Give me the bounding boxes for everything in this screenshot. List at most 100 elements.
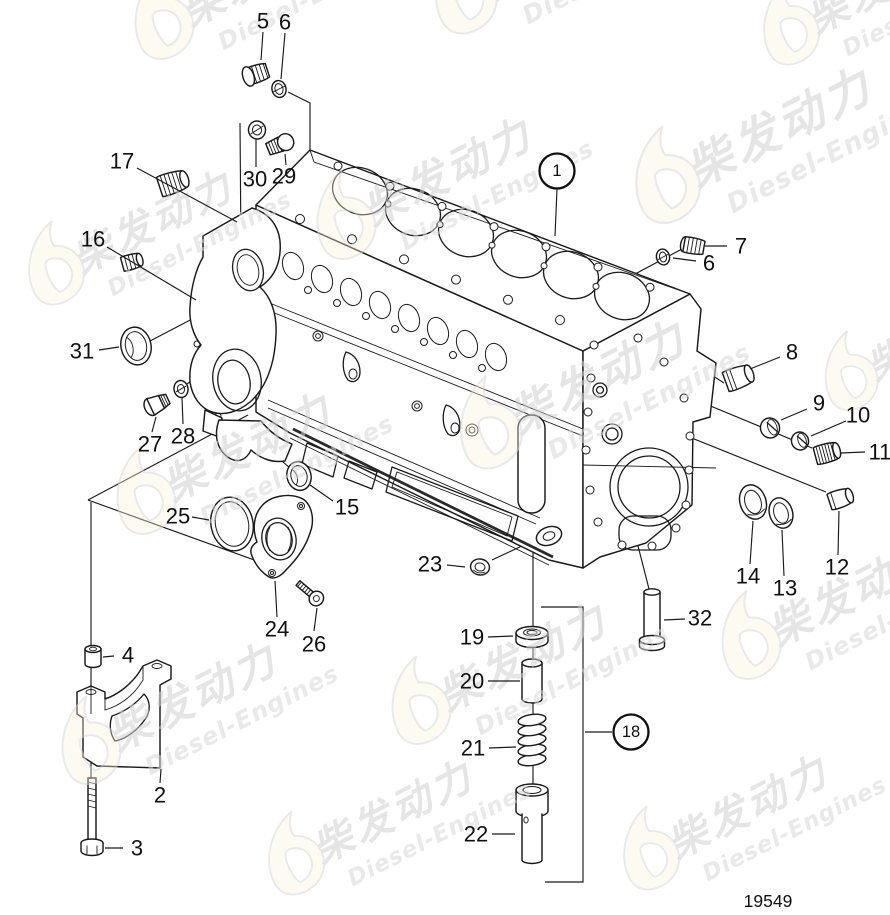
watermark-text-en: Diesel-Engines — [838, 0, 890, 62]
callout-6-b: 6 — [672, 251, 715, 276]
callout-29: 29 — [272, 153, 296, 189]
part-plug-29 — [265, 132, 295, 156]
part-threaded-plug-11 — [812, 441, 842, 466]
svg-text:8: 8 — [786, 340, 798, 365]
svg-text:21: 21 — [461, 736, 485, 761]
part-washer-19 — [515, 625, 549, 649]
watermark-text-cn: 柴发动力 — [476, 0, 671, 10]
part-cup-plug-12 — [826, 487, 855, 511]
svg-text:19: 19 — [460, 625, 484, 650]
svg-text:10: 10 — [846, 403, 870, 428]
svg-text:23: 23 — [418, 552, 442, 577]
svg-text:5: 5 — [257, 9, 269, 34]
watermark-text-en: Diesel-Engines — [518, 0, 731, 30]
part-cup-plug-31 — [120, 326, 152, 366]
diesel-engines-logo-icon — [635, 125, 701, 224]
part-dowel-pin-32 — [638, 588, 666, 652]
part-plug-7 — [679, 236, 706, 256]
svg-text:28: 28 — [171, 424, 195, 449]
svg-text:16: 16 — [81, 227, 105, 252]
part-slotted-plug-10 — [790, 431, 810, 451]
watermark-text-en: Diesel-Engines — [698, 772, 890, 887]
callout-3: 3 — [105, 836, 143, 861]
callout-27: 27 — [138, 416, 162, 457]
callout-28: 28 — [171, 397, 195, 449]
diesel-engines-logo-icon — [721, 590, 782, 680]
callout-2: 2 — [154, 768, 166, 808]
callout-5: 5 — [257, 9, 269, 61]
part-screw-26 — [295, 580, 325, 607]
part-plug-17 — [155, 170, 190, 198]
callout-14: 14 — [736, 520, 760, 589]
callout-24: 24 — [265, 580, 289, 642]
svg-text:25: 25 — [166, 504, 190, 529]
callout-32: 32 — [663, 606, 712, 631]
part-grommet-23 — [469, 558, 491, 576]
callout-10: 10 — [810, 403, 870, 437]
svg-text:9: 9 — [813, 391, 825, 416]
callout-30: 30 — [243, 139, 267, 192]
part-cover-24 — [250, 494, 314, 579]
svg-text:30: 30 — [243, 167, 267, 192]
part-sealing-ring-6-top — [271, 79, 287, 99]
part-slotted-plug-9 — [759, 417, 781, 439]
callout-4: 4 — [102, 643, 134, 668]
svg-text:12: 12 — [825, 555, 849, 580]
svg-text:6: 6 — [703, 251, 715, 276]
diesel-engines-logo-icon — [434, 0, 498, 35]
callout-18: 18 — [585, 713, 650, 751]
callout-25: 25 — [166, 504, 210, 529]
part-seal-ring-14 — [738, 484, 768, 520]
watermark-text-cn: 柴发动力 — [678, 57, 883, 197]
svg-text:27: 27 — [138, 432, 162, 457]
callout-1: 1 — [538, 152, 576, 237]
callout-6: 6 — [279, 10, 291, 80]
part-tappet-22 — [515, 783, 549, 865]
drawing-number: 19549 — [744, 891, 793, 911]
svg-text:22: 22 — [464, 822, 488, 847]
diesel-engines-logo-icon — [391, 655, 452, 745]
part-oring-25 — [209, 496, 255, 552]
watermark-text-cn: 柴发动力 — [660, 747, 837, 867]
timing-gear-plate — [189, 207, 293, 463]
callout-23: 23 — [418, 552, 466, 577]
svg-text:13: 13 — [773, 576, 797, 601]
diesel-engines-logo-icon — [134, 0, 195, 60]
svg-text:4: 4 — [122, 643, 134, 668]
svg-text:2: 2 — [154, 783, 166, 808]
svg-text:3: 3 — [131, 836, 143, 861]
callout-9: 9 — [780, 391, 825, 421]
callout-22: 22 — [464, 822, 515, 847]
watermark-text-cn: 柴发动力 — [860, 275, 890, 389]
callout-11: 11 — [839, 440, 890, 465]
lifter-bore-boss — [535, 525, 563, 547]
svg-text:1: 1 — [552, 162, 561, 180]
svg-text:32: 32 — [688, 606, 712, 631]
part-spacer-4 — [84, 644, 102, 669]
watermark-text-en: Diesel-Engines — [722, 86, 890, 220]
callout-12: 12 — [825, 510, 849, 580]
svg-text:7: 7 — [735, 234, 747, 259]
block-front-face — [255, 204, 584, 569]
callout-7: 7 — [705, 234, 747, 259]
callout-20: 20 — [460, 669, 520, 694]
engine-mount-boss — [215, 419, 293, 463]
callout-8: 8 — [749, 340, 798, 370]
callout-13: 13 — [773, 529, 797, 601]
part-sealing-ring-6-side — [655, 248, 671, 266]
callout-15: 15 — [309, 484, 359, 520]
svg-text:29: 29 — [272, 164, 296, 189]
svg-text:15: 15 — [335, 495, 359, 520]
callout-26: 26 — [302, 607, 326, 657]
engine-block-drawing — [76, 62, 855, 883]
part-spring-21 — [517, 713, 547, 767]
svg-text:6: 6 — [279, 10, 291, 35]
diesel-engines-logo-icon — [268, 810, 325, 896]
callout-19: 19 — [460, 625, 514, 650]
